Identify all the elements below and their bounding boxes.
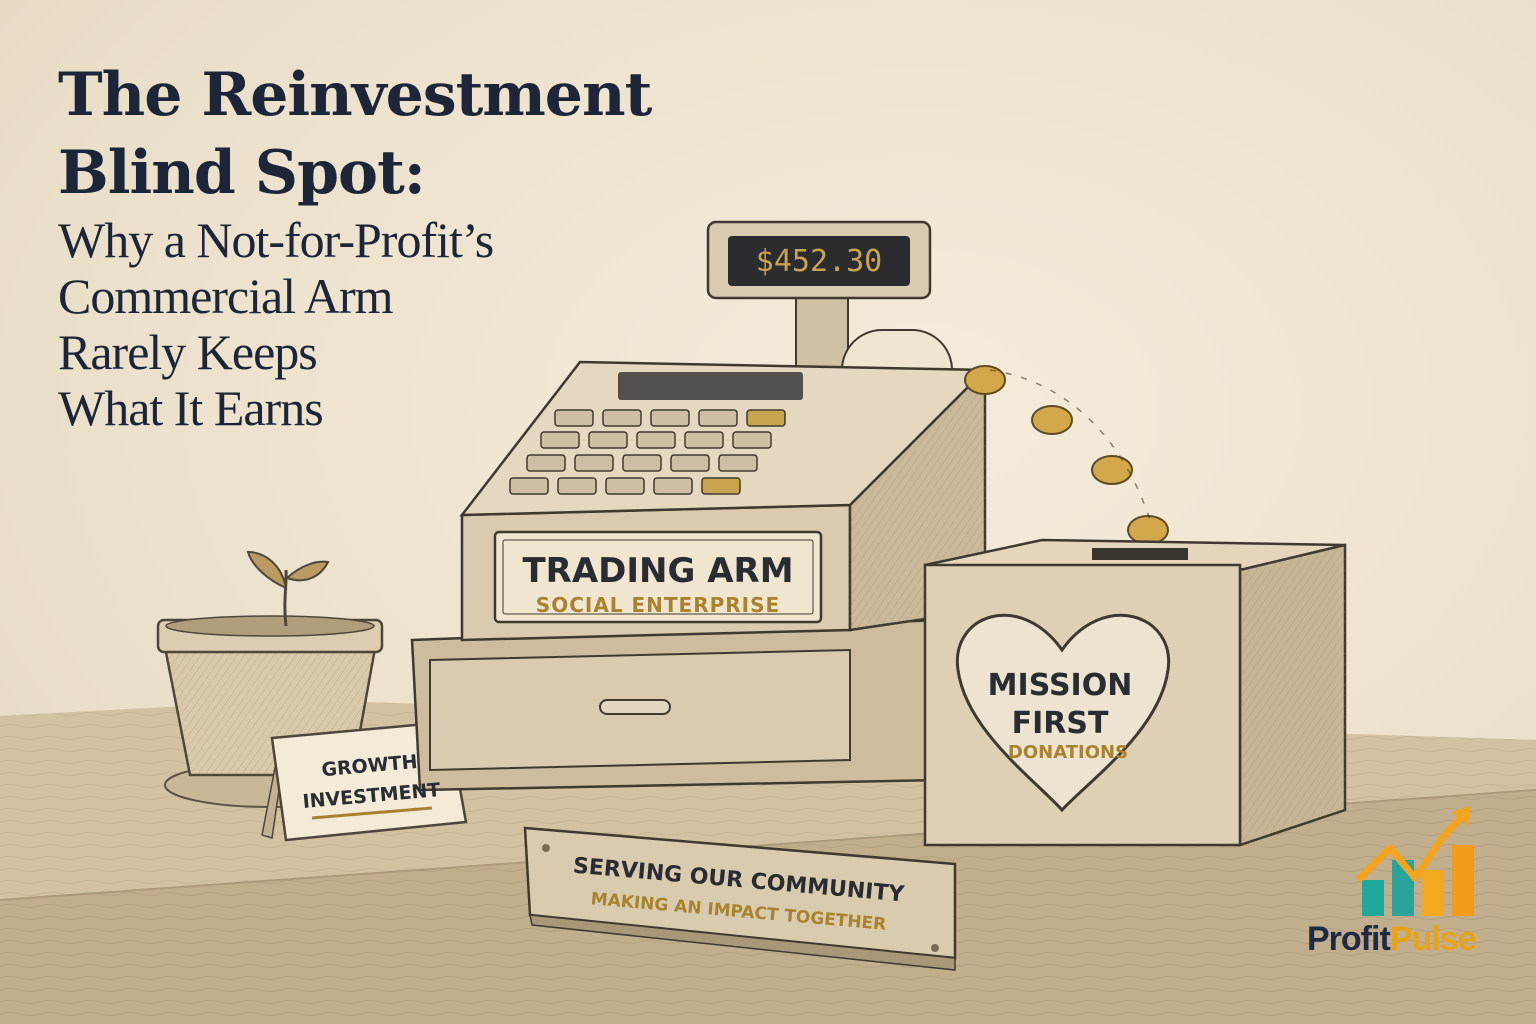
keypad-key — [653, 477, 693, 495]
cash-register — [410, 220, 988, 792]
coin — [1127, 515, 1169, 545]
keypad-key — [746, 409, 786, 427]
subheadline-line-2: Commercial Arm — [58, 268, 394, 324]
keypad-key — [650, 409, 690, 427]
coin-trajectory — [989, 369, 1151, 521]
keypad-key — [509, 477, 549, 495]
donation-box — [923, 538, 1347, 847]
profitpulse-logo: ProfitPulse — [1307, 808, 1507, 978]
plate-subtitle: SOCIAL ENTERPRISE — [536, 593, 780, 617]
headline-line-1: The Reinvestment — [58, 60, 652, 130]
keypad-key — [526, 454, 566, 472]
keypad-key — [732, 431, 772, 449]
logo-part-2: Pulse — [1389, 920, 1477, 958]
box-line-2: FIRST — [1012, 706, 1109, 741]
subheadline-line-3: Rarely Keeps — [58, 324, 318, 380]
keypad-key — [718, 454, 758, 472]
keypad-key — [540, 431, 580, 449]
plate-title: TRADING ARM — [522, 551, 793, 591]
keypad-key — [588, 431, 628, 449]
desk-plaque-graphic — [523, 826, 957, 971]
logo-part-1: Profit — [1307, 920, 1391, 958]
profitpulse-logo-mark — [1355, 806, 1474, 916]
logo-wordmark: ProfitPulse — [1307, 920, 1476, 959]
register-display-text: $452.30 — [756, 244, 882, 279]
coin — [1031, 405, 1073, 435]
keypad-key — [670, 454, 710, 472]
falling-coins — [964, 365, 1169, 545]
keypad-key — [605, 477, 645, 495]
keypad-key — [636, 431, 676, 449]
headline-line-2: Blind Spot: — [58, 138, 426, 208]
keypad-key — [574, 454, 614, 472]
keypad-key — [557, 477, 597, 495]
keypad-key — [554, 409, 594, 427]
seedling-pot — [156, 550, 384, 808]
coin — [1091, 455, 1133, 485]
keypad — [509, 409, 786, 495]
subheadline-line-1: Why a Not-for-Profit’s — [58, 212, 494, 268]
box-line-1: MISSION — [988, 668, 1133, 703]
subheadline-line-4: What It Earns — [58, 380, 324, 436]
keypad-key — [684, 431, 724, 449]
headline: The Reinvestment Blind Spot: Why a Not-f… — [58, 56, 758, 436]
coin — [964, 365, 1006, 395]
keypad-key — [698, 409, 738, 427]
box-line-3: DONATIONS — [1008, 742, 1128, 763]
keypad-key — [622, 454, 662, 472]
keypad-key — [602, 409, 642, 427]
keypad-key — [701, 477, 741, 495]
